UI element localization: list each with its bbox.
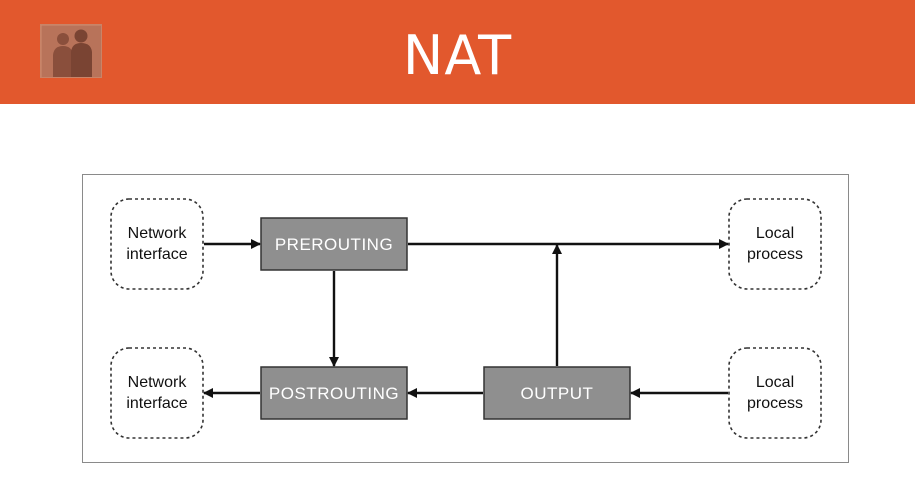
prerouting-label: PREROUTING [275,235,393,254]
postrouting-label: POSTROUTING [269,384,399,403]
local-process-top-line2: process [747,246,803,263]
local-process-top-node: Local process [728,198,822,290]
network-interface-top-node: Network interface [110,198,204,290]
local-process-bottom-node: Local process [728,347,822,439]
output-label: OUTPUT [521,384,594,403]
network-interface-bottom-line1: Network [128,374,188,391]
output-chain: OUTPUT [483,366,631,420]
network-interface-bottom-node: Network interface [110,347,204,439]
postrouting-chain: POSTROUTING [260,366,408,420]
local-process-bottom-line2: process [747,395,803,412]
network-interface-top-line2: interface [126,246,187,263]
page-title: NAT [402,24,513,87]
people-silhouette-logo-icon [40,24,102,78]
local-process-top-line1: Local [756,225,794,242]
network-interface-top-line1: Network [128,225,188,242]
local-process-bottom-line1: Local [756,374,794,391]
header-bar: NAT [0,0,915,104]
nat-diagram: Network interface Local process Network … [82,174,849,463]
network-interface-bottom-line2: interface [126,395,187,412]
prerouting-chain: PREROUTING [260,217,408,271]
nat-flow-svg: Network interface Local process Network … [110,198,822,439]
